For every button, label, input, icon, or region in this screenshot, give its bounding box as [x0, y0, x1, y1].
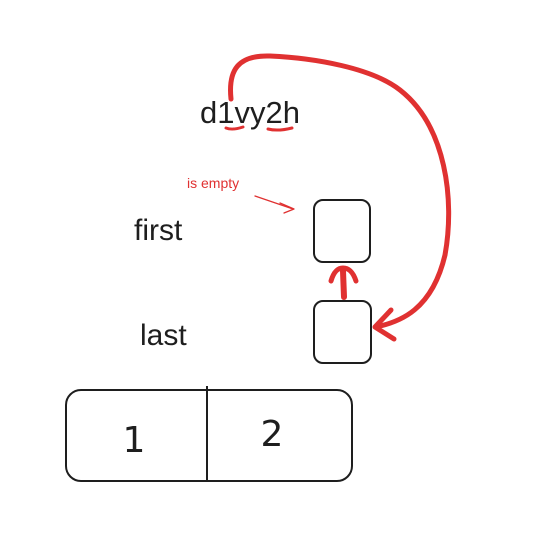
note-arrow-head — [279, 202, 295, 214]
label-last: last — [140, 319, 187, 352]
array-cell-2: 2 — [261, 414, 284, 455]
source-string: d1vy2h — [200, 95, 300, 130]
label-first: first — [134, 214, 183, 247]
note-arrow — [254, 195, 294, 210]
last-pointer-box — [313, 300, 372, 364]
array-cell-1: 1 — [123, 420, 146, 461]
array-box — [65, 389, 353, 482]
curved-arrow-head — [372, 307, 397, 342]
short-red-arrow — [340, 268, 347, 300]
short-arrow-head — [328, 265, 359, 284]
first-pointer-box — [313, 199, 371, 263]
curved-red-arrow — [227, 53, 452, 330]
digit-1-underline — [224, 125, 245, 131]
digit-2-underline — [266, 126, 294, 132]
empty-note: is empty — [187, 175, 239, 191]
